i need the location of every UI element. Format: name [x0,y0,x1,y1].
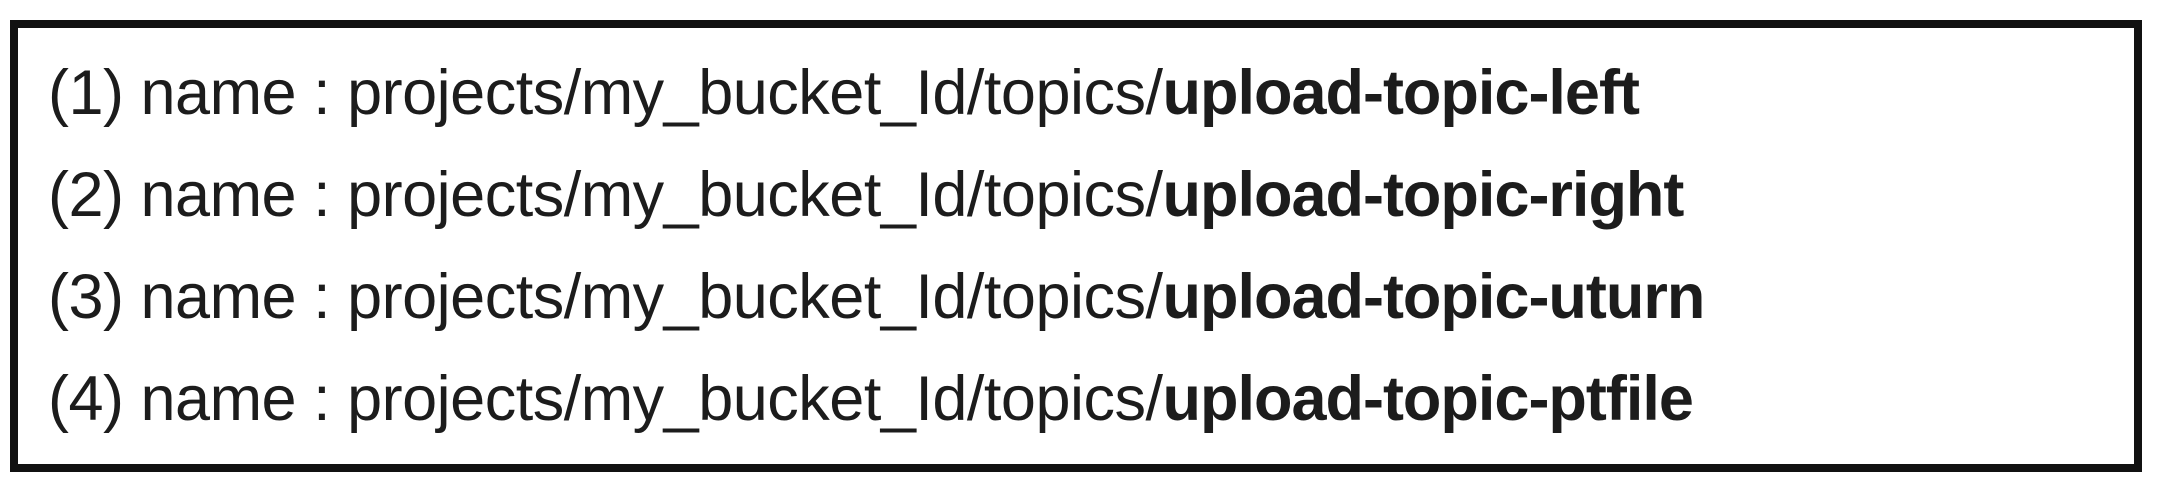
topic-path: projects/my_bucket_Id/topics/ [347,159,1163,230]
topic-path: projects/my_bucket_Id/topics/ [347,261,1163,332]
topic-line-4: (4) name : projects/my_bucket_Id/topics/… [48,363,2114,434]
topic-line-prefix: (4) name : [48,363,348,434]
topic-name: upload-topic-uturn [1162,261,1706,332]
topic-path: projects/my_bucket_Id/topics/ [347,57,1163,128]
topic-line-prefix: (2) name : [48,159,348,230]
topic-name: upload-topic-left [1162,57,1640,128]
topic-line-prefix: (3) name : [48,261,348,332]
topic-name: upload-topic-right [1162,159,1685,230]
topic-list-box: (1) name : projects/my_bucket_Id/topics/… [10,20,2142,472]
topic-line-prefix: (1) name : [48,57,348,128]
topic-line-2: (2) name : projects/my_bucket_Id/topics/… [48,159,2114,230]
topic-name: upload-topic-ptfile [1162,363,1694,434]
topic-list-figure: (1) name : projects/my_bucket_Id/topics/… [10,20,2142,472]
topic-line-1: (1) name : projects/my_bucket_Id/topics/… [48,57,2114,128]
topic-path: projects/my_bucket_Id/topics/ [347,363,1163,434]
topic-line-3: (3) name : projects/my_bucket_Id/topics/… [48,261,2114,332]
